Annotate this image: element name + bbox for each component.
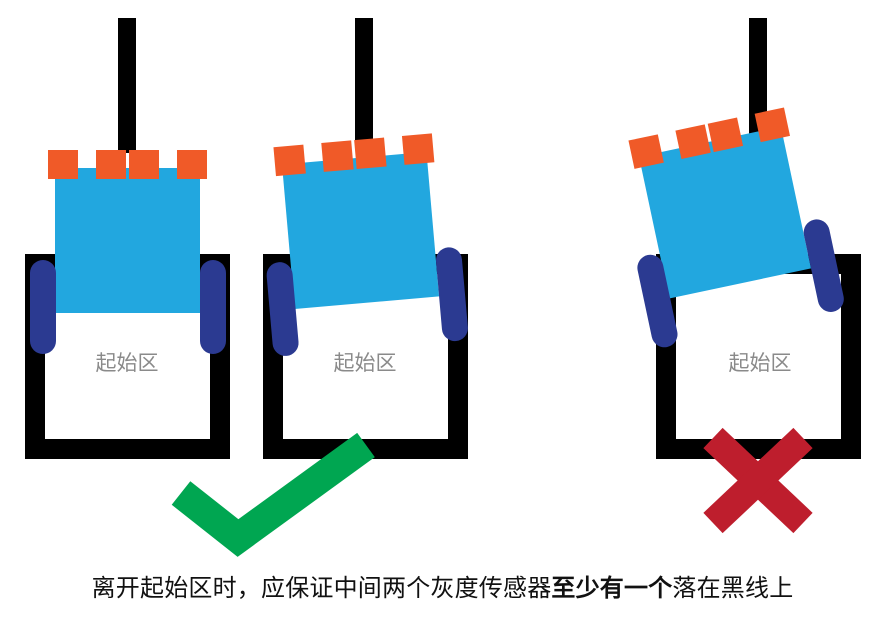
start-zone-label: 起始区	[334, 351, 397, 375]
caption-text-1: 离开起始区时，应保证中间两个灰度传感器	[91, 574, 552, 602]
check-mark-icon	[171, 432, 375, 557]
robot-body	[55, 168, 200, 313]
start-zone-label: 起始区	[729, 351, 792, 375]
robot	[628, 107, 844, 348]
robot	[266, 133, 468, 356]
robot-body	[639, 126, 812, 299]
black-line	[355, 18, 373, 148]
sensor-2	[321, 140, 354, 172]
sensor-3	[707, 117, 744, 153]
left-wheel	[266, 262, 299, 356]
black-line	[749, 18, 767, 136]
sensor-1	[628, 134, 664, 169]
robot-body	[281, 151, 440, 309]
sensor-3	[354, 137, 387, 170]
robot	[30, 150, 226, 354]
caption-emphasis: 至少有一个	[551, 574, 673, 602]
sensor-2	[96, 150, 126, 179]
scene-1: 起始区	[25, 18, 230, 459]
sensor-4	[177, 150, 207, 179]
sensor-4	[754, 107, 791, 143]
start-zone-label: 起始区	[96, 351, 159, 375]
sensor-1	[48, 150, 78, 179]
sensor-1	[273, 144, 306, 177]
scene-3: 起始区	[628, 18, 861, 459]
right-wheel	[803, 219, 844, 312]
cross-mark-icon	[703, 427, 813, 534]
sensor-3	[129, 150, 159, 179]
caption: 离开起始区时，应保证中间两个灰度传感器至少有一个落在黑线上	[0, 568, 885, 603]
black-line	[118, 18, 136, 153]
right-wheel	[200, 260, 226, 354]
right-wheel	[435, 247, 468, 342]
left-wheel	[30, 260, 56, 354]
sensor-2	[675, 124, 711, 159]
sensor-4	[401, 133, 435, 165]
left-wheel	[637, 254, 678, 348]
scene-2: 起始区	[263, 18, 468, 459]
caption-text-2: 落在黑线上	[672, 574, 794, 602]
